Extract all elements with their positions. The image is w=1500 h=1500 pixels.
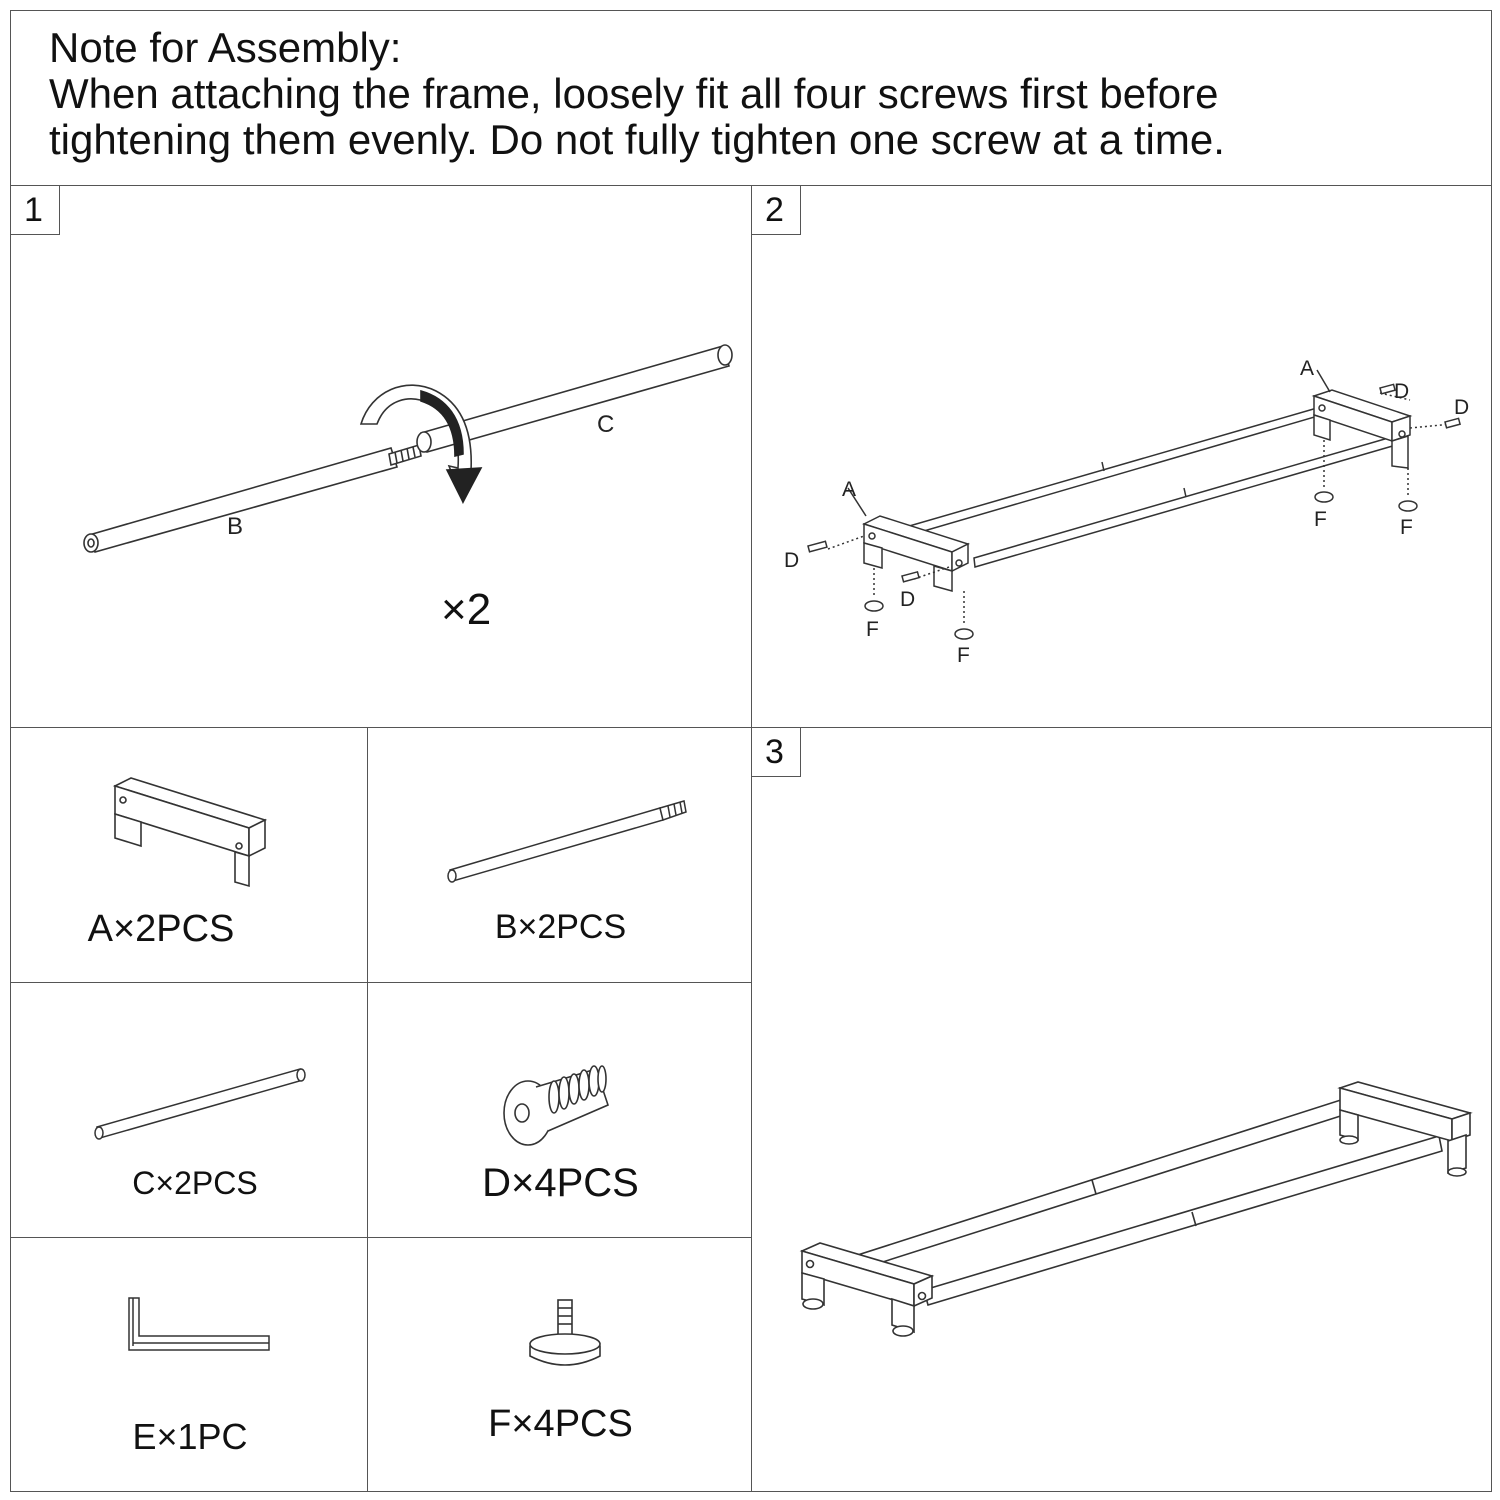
step-1-panel: 1 B C ×2 xyxy=(10,185,752,728)
part-f-label: F×4PCS xyxy=(488,1403,633,1445)
step-number: 3 xyxy=(751,727,801,777)
assembly-note: Note for Assembly: When attaching the fr… xyxy=(10,10,1492,186)
rod-b-icon xyxy=(447,800,687,883)
label-d-2: D xyxy=(900,588,915,611)
multiplier-label: ×2 xyxy=(441,585,491,634)
step-number: 1 xyxy=(10,185,60,235)
part-c-cell: C×2PCS xyxy=(10,982,368,1238)
part-d-label: D×4PCS xyxy=(482,1161,639,1205)
part-b-cell: B×2PCS xyxy=(367,727,752,983)
part-f-cell: F×4PCS xyxy=(367,1237,752,1492)
frame-a-icon xyxy=(112,777,268,888)
part-c-label: C×2PCS xyxy=(132,1165,258,1201)
label-f-3: F xyxy=(1314,508,1327,531)
note-line-2: tightening them evenly. Do not fully tig… xyxy=(49,116,1225,163)
label-d-3: D xyxy=(1394,380,1409,403)
label-f-4: F xyxy=(1400,516,1413,539)
step-3-diagram xyxy=(799,1081,1473,1337)
step-3-panel: 3 xyxy=(751,727,1492,1492)
rod-c-icon xyxy=(94,1068,306,1140)
part-b-label: B×2PCS xyxy=(494,908,627,946)
label-f-1: F xyxy=(866,618,879,641)
label-b: B xyxy=(227,513,243,540)
part-a-label: A×2PCS xyxy=(87,908,235,950)
foot-f-icon xyxy=(529,1299,601,1366)
note-line-1: When attaching the frame, loosely fit al… xyxy=(49,70,1219,117)
part-e-cell: E×1PC xyxy=(10,1237,368,1492)
step-2-panel: 2 xyxy=(751,185,1492,728)
step-1-diagram: B C ×2 xyxy=(83,344,733,634)
label-a-right: A xyxy=(1300,357,1314,380)
hex-key-icon xyxy=(128,1297,270,1351)
step-2-diagram: A A D D D D F F F F xyxy=(784,357,1469,667)
part-a-cell: A×2PCS xyxy=(10,727,368,983)
label-d-4: D xyxy=(1454,396,1469,419)
part-d-cell: D×4PCS xyxy=(367,982,752,1238)
screw-d-icon xyxy=(503,1065,609,1146)
label-c: C xyxy=(597,411,614,438)
label-d-1: D xyxy=(784,549,799,572)
note-title: Note for Assembly: xyxy=(49,24,402,71)
part-e-label: E×1PC xyxy=(132,1416,248,1457)
label-a-left: A xyxy=(842,478,856,501)
label-f-2: F xyxy=(957,644,970,667)
step-number: 2 xyxy=(751,185,801,235)
